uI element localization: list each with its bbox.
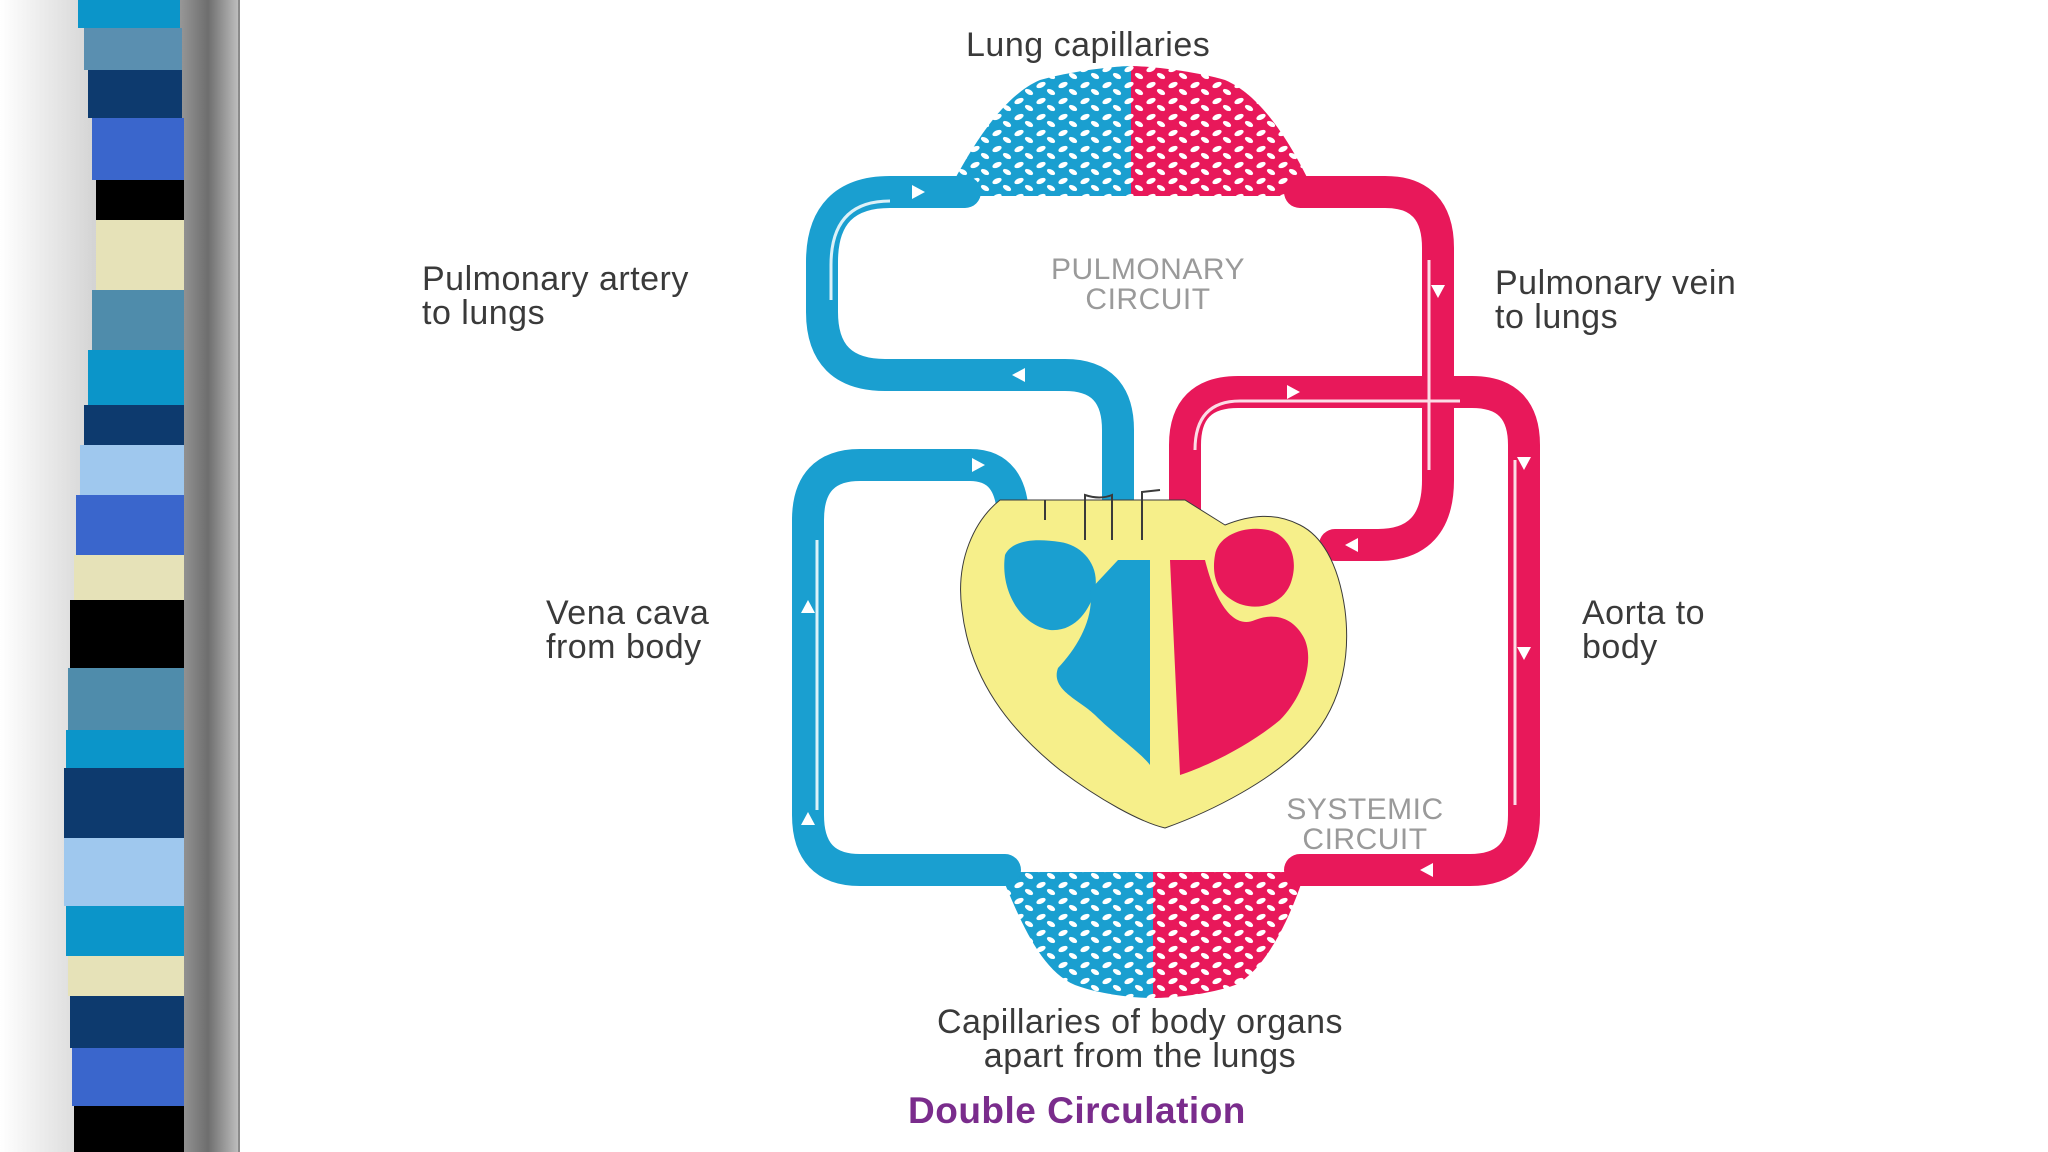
pulmonary-artery-vessel xyxy=(806,176,1134,576)
left-ventricle xyxy=(1170,560,1309,775)
pulmonary-vein-vessel xyxy=(1284,176,1454,561)
arrow-lung-right xyxy=(912,185,925,199)
label-lung-capillaries: Lung capillaries xyxy=(966,26,1211,64)
label-pulmonary-vein: Pulmonary vein to lungs xyxy=(1495,264,1737,336)
arrow-aorta-down-upper xyxy=(1517,457,1531,470)
arrow-aorta-down-lower xyxy=(1517,647,1531,660)
lung-capillaries-red xyxy=(1131,66,1314,196)
label-aorta: Aorta to body xyxy=(1582,594,1706,666)
vena-cava-upper-vessel xyxy=(792,449,1029,536)
label-systemic-circuit: SYSTEMIC CIRCUIT xyxy=(1286,793,1444,856)
arrow-vena-cava-right xyxy=(972,458,985,472)
arrow-pulmonary-artery-left xyxy=(1012,368,1025,382)
arrow-vena-cava-up-upper xyxy=(801,600,815,613)
slide-grey-strip xyxy=(178,0,238,1152)
label-body-capillaries: Capillaries of body organs apart from th… xyxy=(936,1003,1344,1075)
heart-vessel-stubs xyxy=(1044,489,1161,540)
arrow-aorta-right xyxy=(1287,385,1300,399)
arrow-pulmonary-vein-down xyxy=(1431,285,1445,298)
flow-arrows xyxy=(801,185,1531,877)
lung-capillaries-blue xyxy=(948,66,1131,196)
heart xyxy=(960,499,1348,829)
arrow-body-left xyxy=(1420,863,1433,877)
body-capillaries-blue xyxy=(1000,872,1153,998)
body-capillary-bed xyxy=(1000,872,1305,998)
vessel-highlights xyxy=(815,199,1517,810)
label-vena-cava: Vena cava from body xyxy=(546,594,710,666)
oxygenated-vessels xyxy=(1169,176,1540,886)
lung-capillary-bed xyxy=(948,66,1314,196)
arrow-vena-cava-up-lower xyxy=(801,812,815,825)
left-atrium xyxy=(1213,528,1294,607)
label-pulmonary-circuit: PULMONARY CIRCUIT xyxy=(1051,253,1245,316)
arrow-pulmonary-vein-left xyxy=(1345,538,1358,552)
aorta-vessel xyxy=(1169,376,1540,886)
right-ventricle xyxy=(1056,560,1150,765)
right-atrium xyxy=(1004,540,1096,631)
body-capillaries-red xyxy=(1153,872,1305,998)
label-pulmonary-artery: Pulmonary artery to lungs xyxy=(422,260,689,332)
slide-color-bars xyxy=(64,0,184,1152)
diagram-title: Double Circulation xyxy=(908,1090,1246,1131)
